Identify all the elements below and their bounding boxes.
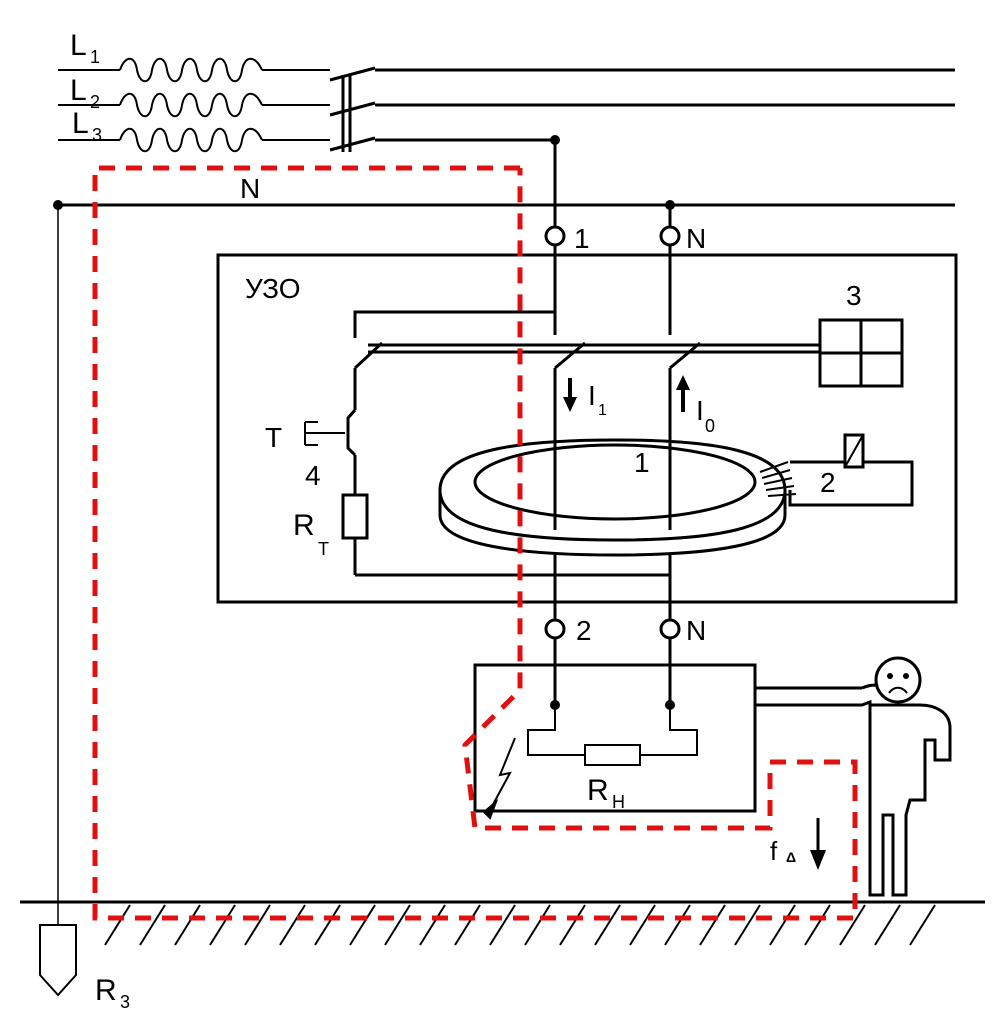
toroidal-core <box>438 438 787 557</box>
label-l1: L 1 <box>70 29 100 67</box>
svg-text:Δ: Δ <box>786 849 796 865</box>
breakdown-bolt <box>482 737 516 820</box>
rcd-housing <box>216 253 958 604</box>
label-l2: L 2 <box>70 74 100 112</box>
load-enclosure <box>473 663 757 813</box>
label-terminal-top-n: N <box>686 223 706 254</box>
arrow-i0 <box>676 375 690 412</box>
arrow-i1 <box>563 378 577 412</box>
junction-dot-n-right <box>665 200 675 210</box>
label-rh: R H <box>587 774 625 812</box>
phase-coil-l1 <box>58 57 330 83</box>
svg-text:3: 3 <box>120 992 130 1012</box>
relay-coil <box>788 433 914 507</box>
main-breaker <box>329 66 955 228</box>
svg-text:I: I <box>696 395 704 426</box>
arrow-fault-current <box>810 818 826 870</box>
terminal-top-1 <box>544 225 566 247</box>
label-test-t: T <box>265 422 282 453</box>
conductors-over-core <box>553 440 672 530</box>
label-core-1: 1 <box>634 447 650 478</box>
svg-text:0: 0 <box>705 416 715 436</box>
label-block-3: 3 <box>846 280 862 311</box>
junction-dot-l3 <box>550 135 560 145</box>
label-i0: I 0 <box>696 395 715 436</box>
terminal-top-n <box>659 225 681 247</box>
label-r3: R 3 <box>95 974 130 1012</box>
svg-text:L: L <box>70 74 87 107</box>
ground-hatching <box>104 904 936 946</box>
leakage-path <box>92 165 858 921</box>
label-rcd: УЗО <box>245 273 301 304</box>
trip-block-3 <box>818 318 904 388</box>
junction-dot-load-l <box>550 700 560 710</box>
label-terminal-bottom-n: N <box>686 615 706 646</box>
label-n-bus: N <box>240 173 260 204</box>
svg-text:R: R <box>95 974 117 1007</box>
label-fault-current: f Δ <box>770 836 796 866</box>
label-terminal-top-1: 1 <box>574 223 590 254</box>
svg-text:1: 1 <box>598 402 607 419</box>
label-rt: R T <box>293 509 329 559</box>
svg-text:I: I <box>588 380 596 411</box>
neutral-bus <box>58 203 955 228</box>
test-button <box>304 421 345 446</box>
rcd-internal-wiring <box>346 245 820 620</box>
load-wiring <box>527 638 698 756</box>
label-test-4: 4 <box>305 460 321 491</box>
terminal-bottom-n <box>659 618 681 640</box>
phase-coil-l3 <box>58 127 330 153</box>
person <box>753 656 952 897</box>
label-coil-2: 2 <box>820 467 836 498</box>
resistor-rh <box>584 744 641 766</box>
earth-electrode <box>39 924 77 997</box>
resistor-rt <box>341 493 369 540</box>
svg-text:2: 2 <box>90 92 100 112</box>
svg-text:f: f <box>770 836 778 866</box>
svg-text:H: H <box>612 792 625 812</box>
label-i1: I 1 <box>588 380 607 419</box>
ground-line <box>20 205 985 925</box>
svg-text:1: 1 <box>90 47 100 67</box>
svg-text:R: R <box>587 774 609 807</box>
svg-text:L: L <box>72 107 89 140</box>
svg-text:3: 3 <box>92 125 102 145</box>
phase-coil-l2 <box>58 92 330 118</box>
junction-dot-load-n <box>665 700 675 710</box>
svg-text:T: T <box>318 539 329 559</box>
label-l3: L 3 <box>72 107 102 145</box>
label-terminal-bottom-2: 2 <box>576 615 592 646</box>
svg-text:R: R <box>293 509 315 542</box>
svg-text:L: L <box>70 29 87 62</box>
terminal-bottom-2 <box>544 618 566 640</box>
